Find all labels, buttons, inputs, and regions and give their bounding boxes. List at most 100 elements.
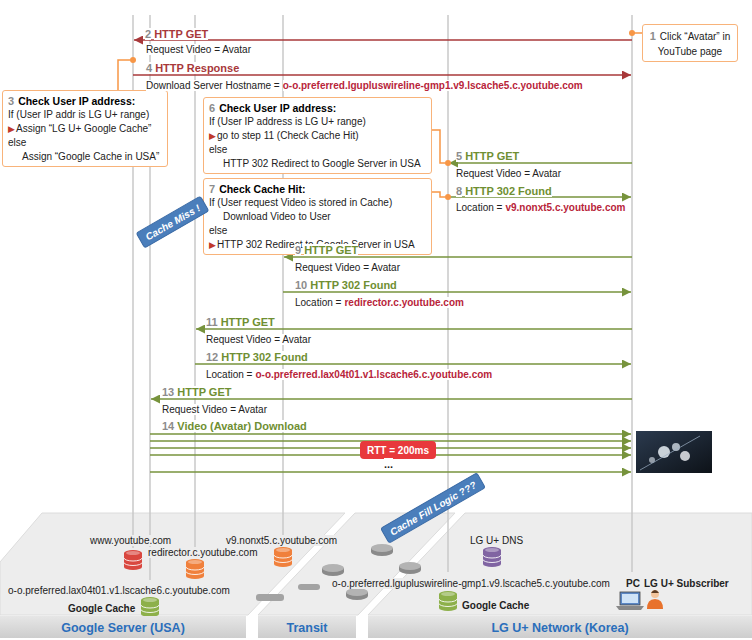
label-row: 2HTTP GET <box>145 27 208 40</box>
lifeline <box>133 15 632 580</box>
step-number: 10 <box>295 279 307 291</box>
badge-text: Cache Miss ! <box>143 202 201 242</box>
server-label: Google Cache <box>462 600 529 611</box>
message-title: HTTP 302 Found <box>465 185 552 197</box>
label-row: redirector.c.youtube.com <box>148 545 258 559</box>
label-row: Location =redirector.c.youtube.com <box>295 295 464 309</box>
step-dot <box>629 30 635 36</box>
label-row: Request Video = Avatar <box>162 402 267 416</box>
text-row: LG U+ Network (Korea) <box>491 621 628 634</box>
step-number: 12 <box>206 351 218 363</box>
label-row: ... <box>384 457 393 470</box>
label-row: 12HTTP 302 Found <box>206 350 308 363</box>
text-row: Cache Fill Logic ??? <box>387 477 479 538</box>
router-icon <box>256 544 421 601</box>
band-title: Transit <box>287 621 328 635</box>
arrow-marker: ▶ <box>209 131 216 141</box>
cache-icon <box>439 591 457 611</box>
step-number: 11 <box>206 316 218 328</box>
step-number: 5 <box>456 150 462 162</box>
text-row: Assign “Google Cache in USA” <box>8 149 162 163</box>
dns-icon <box>483 547 501 567</box>
message-title: Video (Avatar) Download <box>177 420 307 432</box>
message-arrow <box>133 40 632 472</box>
text-row: If (User request Video is stored in Cach… <box>209 195 426 209</box>
label-row: Location =o-o.preferred.lax04t01.v1.lsca… <box>206 367 492 381</box>
label-row: 4HTTP Response <box>146 61 239 74</box>
box-text: Request Video = Avatar <box>146 44 251 55</box>
network-band: Transit <box>258 616 356 638</box>
box-text: Download Video to User <box>223 211 331 222</box>
text-row: RTT = 200ms <box>367 443 429 457</box>
label-row: www.youtube.com <box>90 533 171 547</box>
text-row: Google Server (USA) <box>61 621 185 634</box>
step-number: 7 <box>209 183 215 195</box>
leader-line <box>118 60 130 90</box>
note-badge: Cache Fill Logic ??? <box>380 472 486 543</box>
label-row: LG U+ DNS <box>470 533 523 547</box>
label-row: 9HTTP GET <box>295 243 358 256</box>
text-row: 7Check Cache Hit: <box>209 182 426 195</box>
text-row: Cache Miss ! <box>142 201 202 244</box>
label-row: 14Video (Avatar) Download <box>162 419 307 432</box>
box-text: go to step 11 (Check Cache Hit) <box>217 130 359 141</box>
label-row: 13HTTP GET <box>162 385 231 398</box>
box-text: else <box>209 144 227 155</box>
process-box: 3Check User IP address:If (User IP addr … <box>2 90 168 167</box>
label-row: v9.nonxt5.c.youtube.com <box>226 533 337 547</box>
arrow-marker: ▶ <box>209 240 216 250</box>
server-icon <box>186 559 204 579</box>
message-title: HTTP 302 Found <box>310 279 397 291</box>
text-row: 3Check User IP address: <box>8 94 162 107</box>
label-row: Request Video = Avatar <box>456 166 561 180</box>
badge-text: Cache Fill Logic ??? <box>388 479 478 537</box>
label-row: LG U+ Subscriber <box>644 576 729 590</box>
pc-icon <box>616 592 644 610</box>
step-number: 1 <box>650 30 656 42</box>
video-thumbnail <box>636 431 712 473</box>
box-text: If (User request Video is stored in Cach… <box>209 197 392 208</box>
step-number: 6 <box>209 102 215 114</box>
text-row: Transit <box>287 621 328 634</box>
box-text: Location = <box>456 202 502 213</box>
message-title: HTTP Response <box>155 62 239 74</box>
server-label: PC <box>626 578 640 589</box>
text-row: If (User IP address is LG U+ range) <box>209 114 426 128</box>
arrow-marker: ▶ <box>8 124 15 134</box>
message-title: HTTP GET <box>221 316 275 328</box>
box-text: Location = <box>295 297 341 308</box>
label-row: Request Video = Avatar <box>295 260 400 274</box>
server-label: LG U+ Subscriber <box>644 578 729 589</box>
hostname: v9.nonxt5.c.youtube.com <box>505 202 625 213</box>
box-text: else <box>209 225 227 236</box>
box-text: If (User IP address is LG U+ range) <box>209 116 366 127</box>
box-text: else <box>8 137 26 148</box>
box-text: Download Server Hostname = <box>146 80 280 91</box>
label-row: Google Cache <box>462 598 529 612</box>
box-text: Request Video = Avatar <box>295 262 400 273</box>
text-row: 6 Check User IP address: <box>209 101 426 114</box>
server-icon <box>124 550 142 570</box>
server-label: v9.nonxt5.c.youtube.com <box>226 535 337 546</box>
box-text: Assign “LG U+ Google Cache” <box>16 123 151 134</box>
network-band: Google Server (USA) <box>0 616 246 638</box>
box-text: Click “Avatar” in YouTube page <box>658 31 730 57</box>
box-text: Request Video = Avatar <box>456 168 561 179</box>
server-icon <box>274 547 292 567</box>
server-label: o-o.preferred.lgupluswireline-gmp1.v9.ls… <box>332 578 610 589</box>
message-title: HTTP GET <box>465 150 519 162</box>
server-label: o-o.preferred.lax04t01.v1.lscache6.c.you… <box>8 585 230 596</box>
badge-text: RTT = 200ms <box>367 445 429 456</box>
box-heading: Check User IP address: <box>18 95 135 107</box>
network-band: LG U+ Network (Korea) <box>368 616 752 638</box>
box-text: HTTP 302 Redirect to Google Server in US… <box>223 158 421 169</box>
text-row: else <box>209 142 426 156</box>
box-heading: Check User IP address: <box>219 102 336 114</box>
step-number: 2 <box>145 28 151 40</box>
message-title: HTTP GET <box>304 244 358 256</box>
text-row: Download Video to User <box>209 209 426 223</box>
message-title: HTTP 302 Found <box>221 351 308 363</box>
label-row: Request Video = Avatar <box>206 332 311 346</box>
step-dot <box>445 160 451 166</box>
